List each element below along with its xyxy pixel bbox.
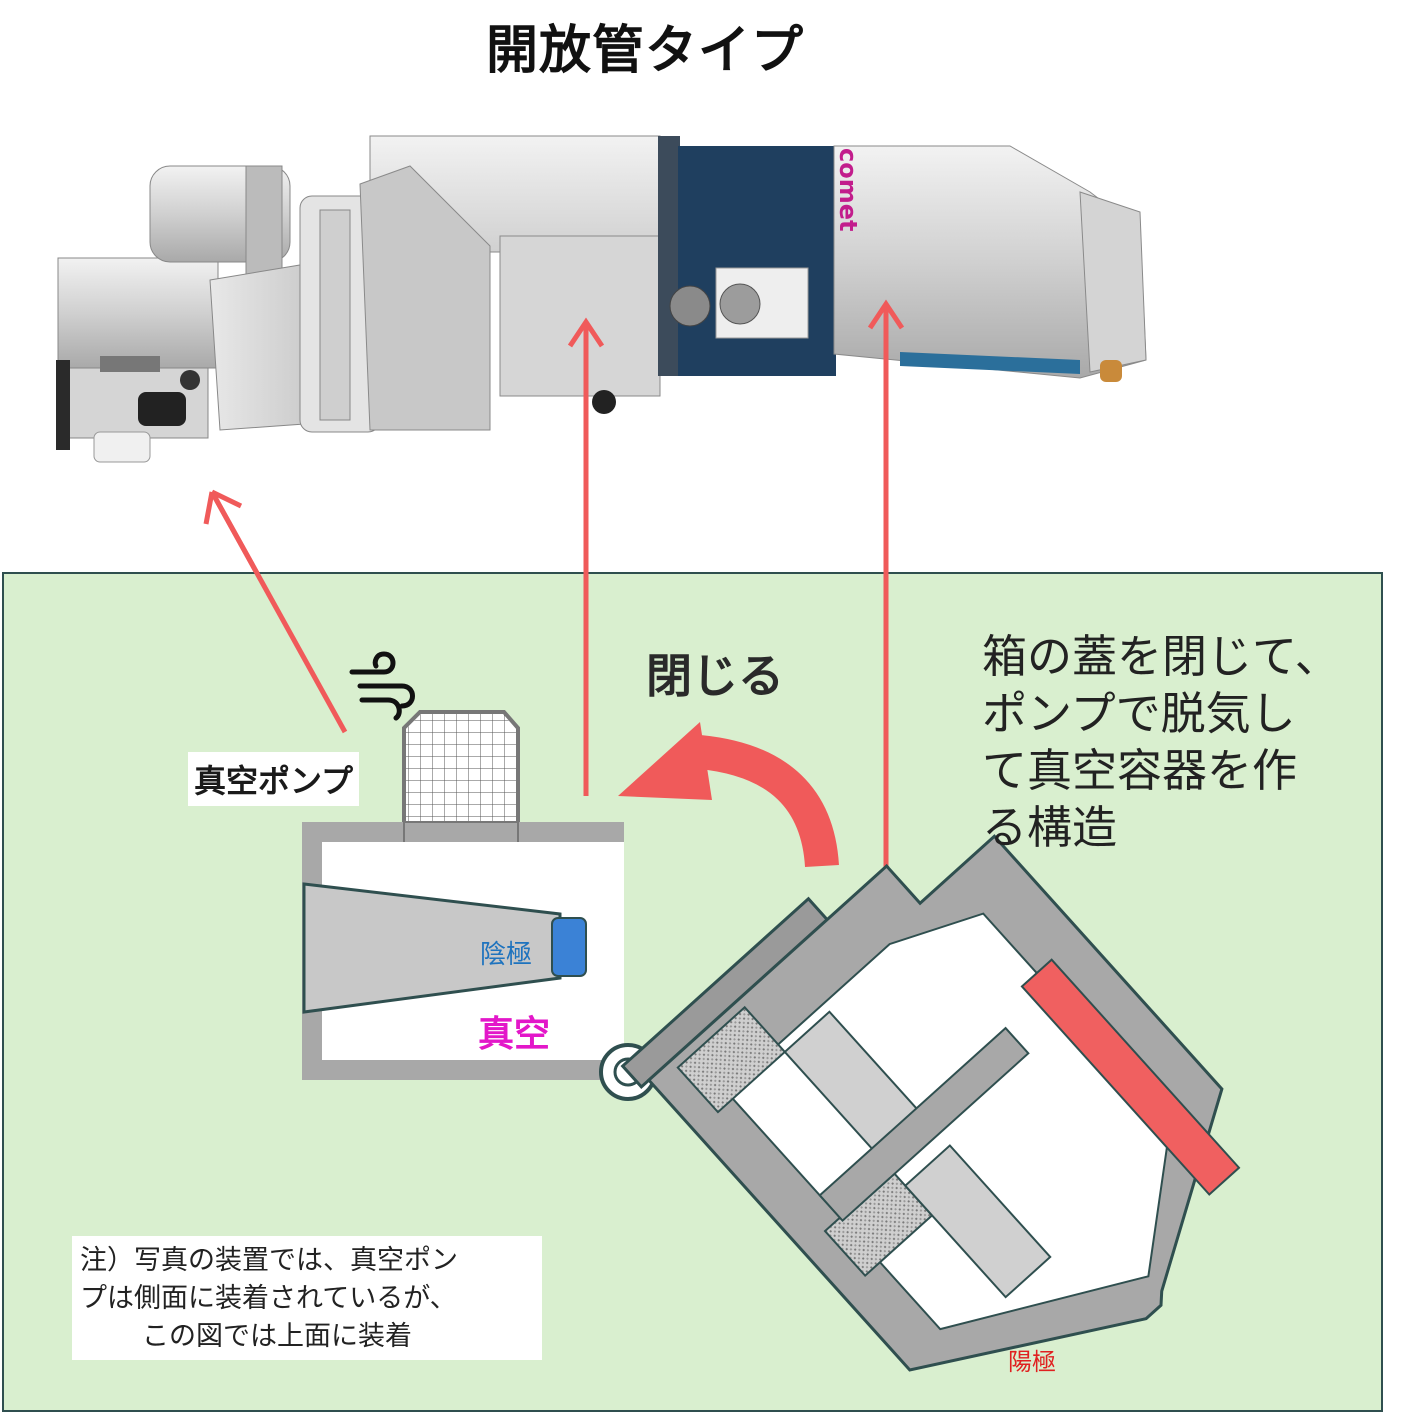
description-line: る構造 [982, 801, 1118, 854]
arrow-to-middle [567, 317, 605, 796]
anode-label: 陽極 [1008, 1348, 1056, 1376]
vacuum-pump-label: 真空ポンプ [188, 752, 360, 806]
device-illustration [56, 135, 1147, 463]
vacuum-label: 真空 [478, 1014, 551, 1055]
note-line: 注）写真の装置では、真空ポン [80, 1245, 458, 1276]
note-box: 注）写真の装置では、真空ポン プは側面に装着されているが、 この図では上面に装着 [72, 1236, 542, 1360]
cathode-label: 陰極 [480, 940, 533, 970]
page-title: 開放管タイプ [485, 21, 804, 81]
vacuum-box [302, 821, 624, 1080]
lid-assembly [620, 834, 1241, 1372]
arrow-to-pump [209, 490, 348, 734]
close-label: 閉じる [646, 649, 784, 703]
arrow-to-right [867, 299, 905, 930]
wind-icon [349, 651, 415, 721]
description: 箱の蓋を閉じて、 ポンプで脱気し て真空容器を作 る構造 [982, 628, 1340, 856]
description-line: ポンプで脱気し [982, 687, 1296, 740]
note-line: プは側面に装着されているが、 [80, 1283, 457, 1314]
description-line: て真空容器を作 [982, 744, 1298, 797]
description-line: 箱の蓋を閉じて、 [982, 630, 1340, 683]
note-line: この図では上面に装着 [142, 1321, 412, 1352]
close-arrow [618, 722, 839, 868]
